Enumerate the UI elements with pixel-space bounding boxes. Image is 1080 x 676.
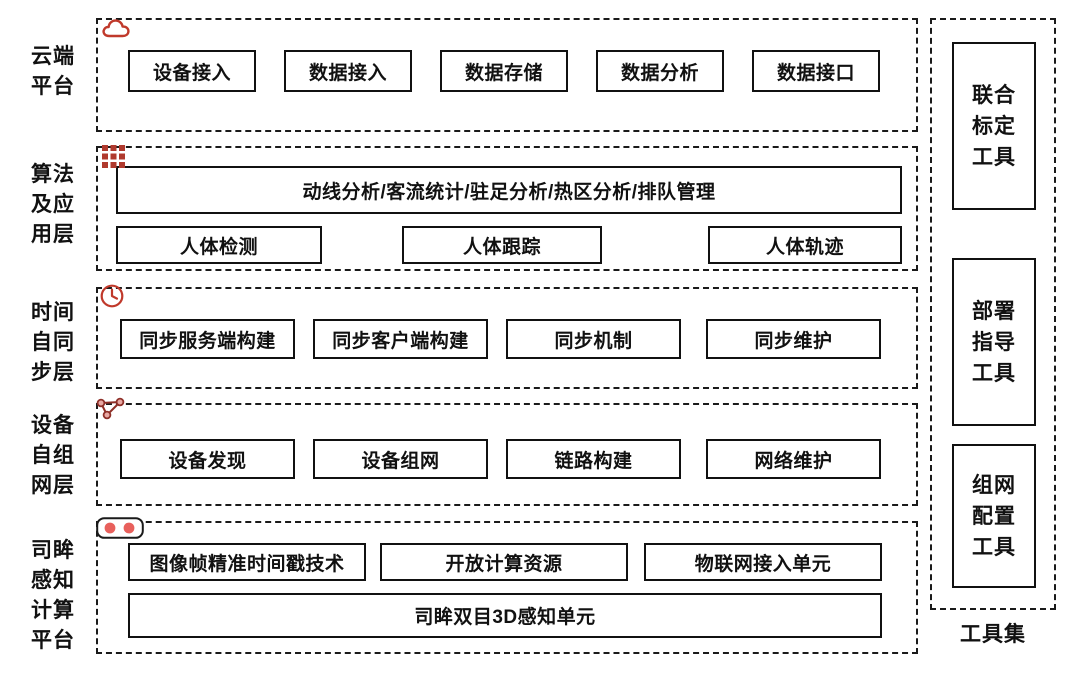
node-sync-mechanism[interactable]: 同步机制: [506, 319, 681, 359]
cloud-icon: [102, 19, 130, 38]
grid-apps-icon: [102, 145, 125, 168]
row-label-time-sync: 时间 自同 步层: [31, 301, 75, 384]
node-data-access[interactable]: 数据接入: [284, 50, 412, 92]
node-device-networking[interactable]: 设备组网: [313, 439, 488, 479]
layer-perception-platform: 图像帧精准时间戳技术 开放计算资源 物联网接入单元 司眸双目3D感知单元: [96, 521, 918, 654]
toolset-panel: 联合 标定 工具 部署 指导 工具 组网 配置 工具: [930, 18, 1056, 610]
node-sync-maintenance[interactable]: 同步维护: [706, 319, 881, 359]
node-network-maintenance[interactable]: 网络维护: [706, 439, 881, 479]
node-link-build[interactable]: 链路构建: [506, 439, 681, 479]
node-human-detection[interactable]: 人体检测: [116, 226, 322, 264]
node-open-compute-resource[interactable]: 开放计算资源: [380, 543, 628, 581]
node-sync-server-build[interactable]: 同步服务端构建: [120, 319, 295, 359]
layer-time-self-sync: 同步服务端构建 同步客户端构建 同步机制 同步维护: [96, 287, 918, 389]
node-human-trajectory[interactable]: 人体轨迹: [708, 226, 902, 264]
stereo-camera-icon: [96, 517, 144, 539]
layer-device-self-networking: 设备发现 设备组网 链路构建 网络维护: [96, 403, 918, 506]
mesh-network-icon: [96, 397, 125, 420]
clock-icon: [100, 284, 124, 308]
node-data-storage[interactable]: 数据存储: [440, 50, 568, 92]
node-device-discovery[interactable]: 设备发现: [120, 439, 295, 479]
toolset-caption: 工具集: [960, 623, 1026, 646]
node-frame-timestamp-tech[interactable]: 图像帧精准时间戳技术: [128, 543, 366, 581]
tool-deployment-guide[interactable]: 部署 指导 工具: [952, 258, 1036, 426]
node-analytics-suite[interactable]: 动线分析/客流统计/驻足分析/热区分析/排队管理: [116, 166, 902, 214]
node-data-analysis[interactable]: 数据分析: [596, 50, 724, 92]
tool-network-config[interactable]: 组网 配置 工具: [952, 444, 1036, 588]
node-stereo-3d-perception-unit[interactable]: 司眸双目3D感知单元: [128, 593, 882, 638]
row-label-cloud: 云端 平台: [31, 45, 75, 98]
node-iot-access-unit[interactable]: 物联网接入单元: [644, 543, 882, 581]
tool-joint-calibration[interactable]: 联合 标定 工具: [952, 42, 1036, 210]
layer-algorithm-application: 动线分析/客流统计/驻足分析/热区分析/排队管理 人体检测 人体跟踪 人体轨迹: [96, 146, 918, 271]
node-human-tracking[interactable]: 人体跟踪: [402, 226, 602, 264]
node-data-interface[interactable]: 数据接口: [752, 50, 880, 92]
row-label-perception: 司眸 感知 计算 平台: [31, 539, 75, 652]
layer-cloud-platform: 设备接入 数据接入 数据存储 数据分析 数据接口: [96, 18, 918, 132]
row-label-self-network: 设备 自组 网层: [31, 414, 75, 497]
node-sync-client-build[interactable]: 同步客户端构建: [313, 319, 488, 359]
node-device-access[interactable]: 设备接入: [128, 50, 256, 92]
row-label-algorithm: 算法 及应 用层: [31, 163, 75, 246]
